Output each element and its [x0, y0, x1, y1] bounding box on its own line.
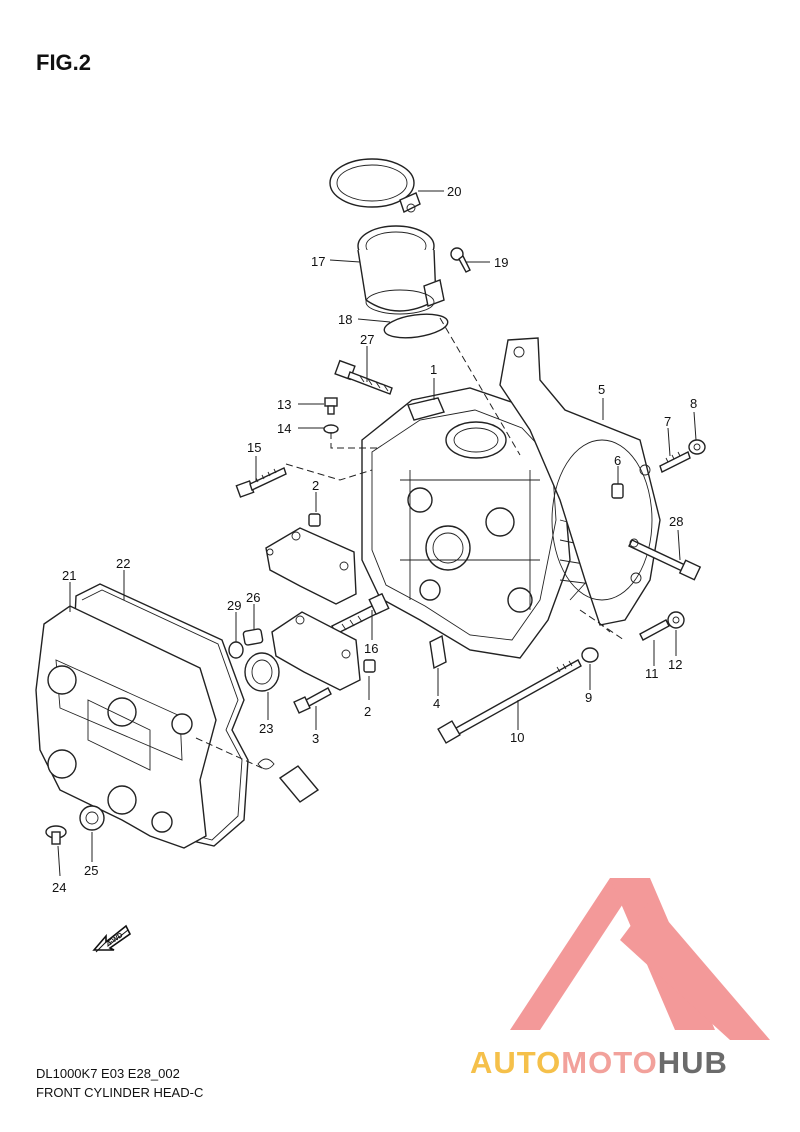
bolt-11: [639, 619, 670, 641]
model-code: DL1000K7 E03 E28_002: [36, 1066, 180, 1081]
callout-9: 9: [585, 690, 592, 705]
callout-21: 21: [62, 568, 76, 583]
cam-holder-upper: [265, 527, 357, 605]
bolt-7: [659, 451, 691, 473]
callout-16: 16: [364, 641, 378, 656]
callout-27: 27: [360, 332, 374, 347]
washer-8: [688, 439, 706, 455]
callout-5: 5: [598, 382, 605, 397]
callout-25: 25: [84, 863, 98, 878]
dowel-2-upper: [308, 513, 321, 527]
callout-3: 3: [312, 731, 319, 746]
callout-26: 26: [246, 590, 260, 605]
callout-20: 20: [447, 184, 461, 199]
dowel-4: [429, 634, 447, 670]
clip: [257, 758, 275, 770]
callout-2-upper: 2: [312, 478, 319, 493]
callout-numbers: 20 17 19 18 27 1 5 13 14 15 8 7 6 2 28 2…: [52, 184, 697, 895]
bolt-28: [628, 538, 702, 581]
callout-2-lower: 2: [364, 704, 371, 719]
callout-4: 4: [433, 696, 440, 711]
plug-seal-23: [244, 652, 280, 692]
automotohub-logo-icon: [510, 878, 770, 1040]
figure-footer: DL1000K7 E03 E28_002 FRONT CYLINDER HEAD…: [36, 1064, 203, 1102]
callout-19: 19: [494, 255, 508, 270]
callout-23: 23: [259, 721, 273, 736]
head-gasket: [499, 337, 661, 626]
watermark-text: AUTOMOTOHUB: [470, 1045, 728, 1081]
callout-14: 14: [277, 421, 291, 436]
bolt-13: [324, 397, 338, 415]
washer-9: [581, 647, 599, 663]
callout-18: 18: [338, 312, 352, 327]
dowel-2-lower: [363, 659, 376, 673]
callout-15: 15: [247, 440, 261, 455]
screw-19: [450, 247, 471, 273]
watermark-word-auto: AUTO: [470, 1045, 562, 1080]
callout-11: 11: [645, 666, 659, 681]
intake-pipe: [357, 225, 445, 315]
bolt-27: [334, 359, 393, 395]
leader-lines: [57, 190, 697, 877]
bolt-15: [235, 467, 287, 498]
callout-7: 7: [664, 414, 671, 429]
cylinder-head: [361, 387, 607, 659]
callout-12: 12: [668, 657, 682, 672]
fwd-arrow-icon: FWD: [92, 924, 132, 953]
watermark-word-moto: MOTO: [561, 1045, 658, 1080]
figure-caption: FRONT CYLINDER HEAD-C: [36, 1085, 204, 1100]
bolt-24: [45, 825, 67, 845]
alignment-lines: [195, 317, 625, 769]
washer-14: [323, 424, 339, 434]
watermark-word-hub: HUB: [657, 1045, 728, 1080]
bolt-10: [437, 659, 582, 744]
grommet-26: [242, 628, 264, 646]
washer-25: [79, 805, 105, 831]
bolt-3: [293, 687, 332, 714]
washer-12: [667, 611, 685, 629]
callout-22: 22: [116, 556, 130, 571]
callout-10: 10: [510, 730, 524, 745]
cam-holder-lower: [271, 611, 361, 691]
figure-title: FIG.2: [36, 50, 92, 75]
callout-1: 1: [430, 362, 437, 377]
dowel-pin-6: [611, 483, 624, 499]
callout-6: 6: [614, 453, 621, 468]
intake-clamp: [329, 158, 421, 213]
callout-8: 8: [690, 396, 697, 411]
callout-17: 17: [311, 254, 325, 269]
callout-13: 13: [277, 397, 291, 412]
grommet-29: [228, 641, 244, 659]
callout-29: 29: [227, 598, 241, 613]
o-ring: [383, 313, 449, 339]
callout-24: 24: [52, 880, 66, 895]
callout-28: 28: [669, 514, 683, 529]
cap: [278, 765, 320, 803]
valve-cover: [35, 605, 217, 849]
